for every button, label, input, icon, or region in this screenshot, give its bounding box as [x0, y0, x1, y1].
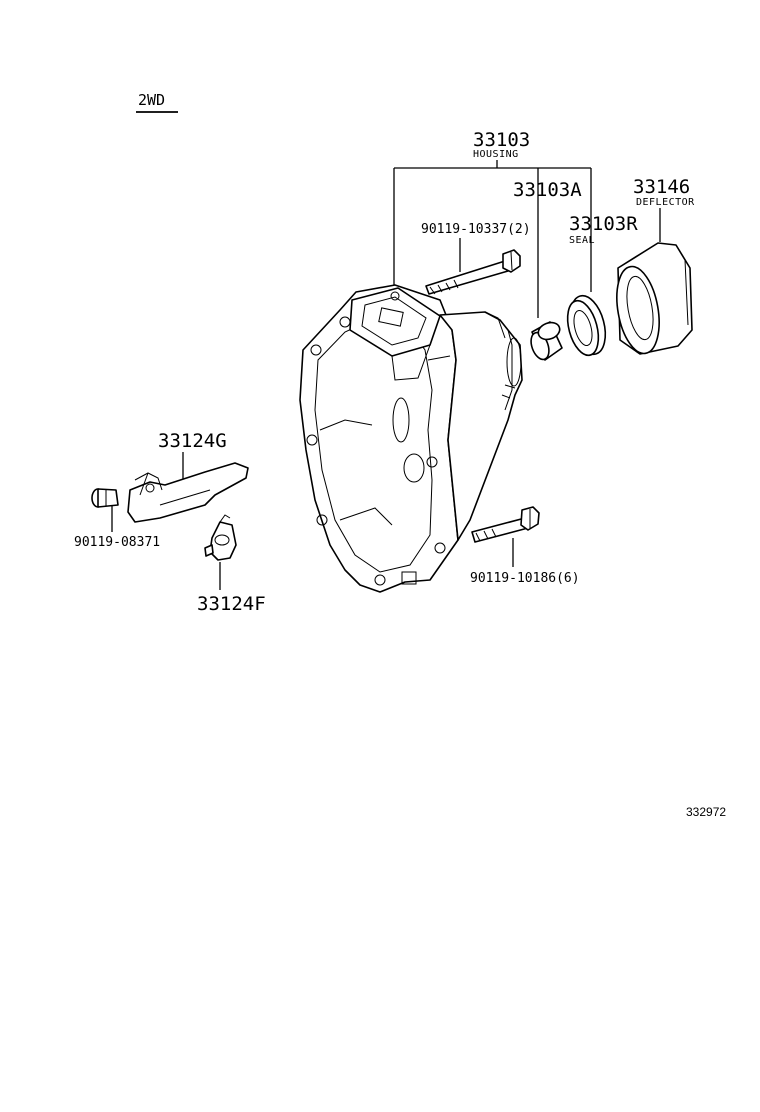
callout-deflector: 33146 DEFLECTOR — [633, 176, 695, 242]
callout-bolt-top: 90119-10337(2) — [421, 222, 531, 272]
callout-seal: 33103R SEAL — [569, 168, 638, 292]
housing-name: HOUSING — [473, 149, 519, 160]
seal-number: 33103R — [569, 213, 638, 235]
seal-part — [566, 294, 607, 357]
fork-number: 33124G — [158, 430, 227, 452]
bolt-bottom-number: 90119-10186(6) — [470, 571, 580, 586]
callout-fork-bolt: 90119-08371 — [74, 505, 160, 550]
deflector-number: 33146 — [633, 176, 690, 198]
fork-part — [127, 462, 249, 523]
bearing-part — [530, 321, 563, 361]
housing-part — [299, 284, 523, 593]
variant-label: 2WD — [138, 91, 165, 109]
bolt-top-part — [425, 249, 521, 295]
reference-code: 332972 — [686, 805, 726, 819]
fork-bolt-part — [91, 488, 119, 508]
callout-bolt-bottom: 90119-10186(6) — [470, 538, 580, 586]
fork-support-number: 33124F — [197, 593, 266, 615]
housing-number: 33103 — [473, 129, 530, 151]
bolt-bottom-part — [471, 506, 540, 543]
fork-support-part — [204, 514, 237, 561]
seal-name: SEAL — [569, 235, 595, 246]
bearing-number: 33103A — [513, 179, 582, 201]
callout-bearing: 33103A — [513, 168, 582, 318]
callout-fork: 33124G — [158, 430, 227, 482]
deflector-name: DEFLECTOR — [636, 197, 695, 208]
callout-housing: 33103 HOUSING — [393, 129, 591, 290]
deflector-part — [616, 242, 693, 355]
bolt-top-number: 90119-10337(2) — [421, 222, 531, 237]
fork-bolt-number: 90119-08371 — [74, 535, 160, 550]
callout-fork-support: 33124F — [197, 562, 266, 615]
